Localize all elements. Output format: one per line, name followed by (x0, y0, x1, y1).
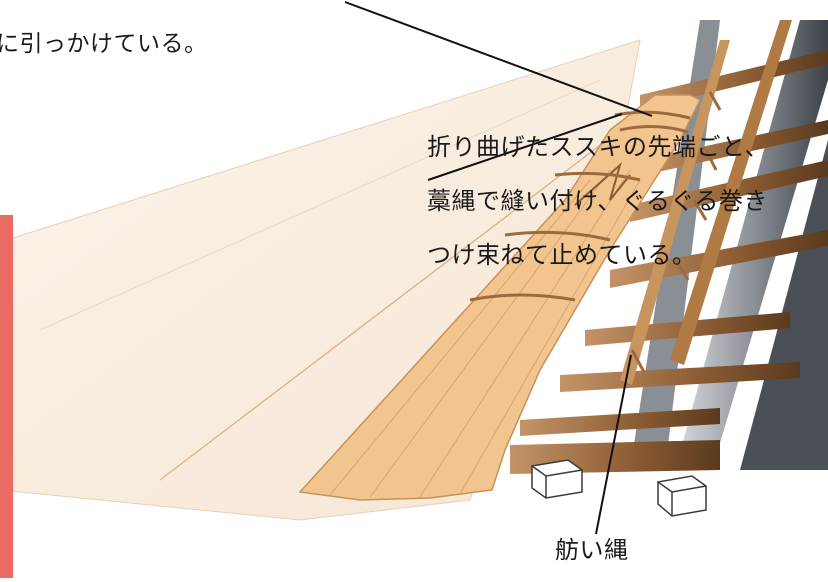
board-crease-2 (39, 79, 601, 331)
label-middle-line-2: 藁縄で縫い付け、ぐるぐる巻き (427, 187, 768, 215)
bamboo-a (620, 40, 730, 385)
label-middle-line-1: 折り曲げたススキの先端ごと、 (427, 133, 770, 161)
folded-tip (574, 161, 631, 206)
label-middle-line-3: つけ束ねて止めている。 (427, 241, 697, 269)
leader-middle (427, 113, 623, 181)
leader-bottom (595, 354, 632, 535)
label-bottom: 舫い縄 (555, 536, 629, 564)
accent-bar (0, 215, 13, 578)
bamboo-b (670, 20, 792, 365)
blocks (531, 459, 707, 517)
label-top: に引っかけている。 (0, 31, 208, 57)
rope-bindings (469, 91, 722, 373)
label-middle: 折り曲げたススキの先端ごと、 藁縄で縫い付け、ぐるぐる巻き つけ束ねて止めている… (427, 120, 769, 282)
board-crease (159, 129, 621, 481)
beam-c (740, 140, 828, 470)
leader-top (344, 1, 653, 117)
thatch-bundle (298, 94, 702, 501)
